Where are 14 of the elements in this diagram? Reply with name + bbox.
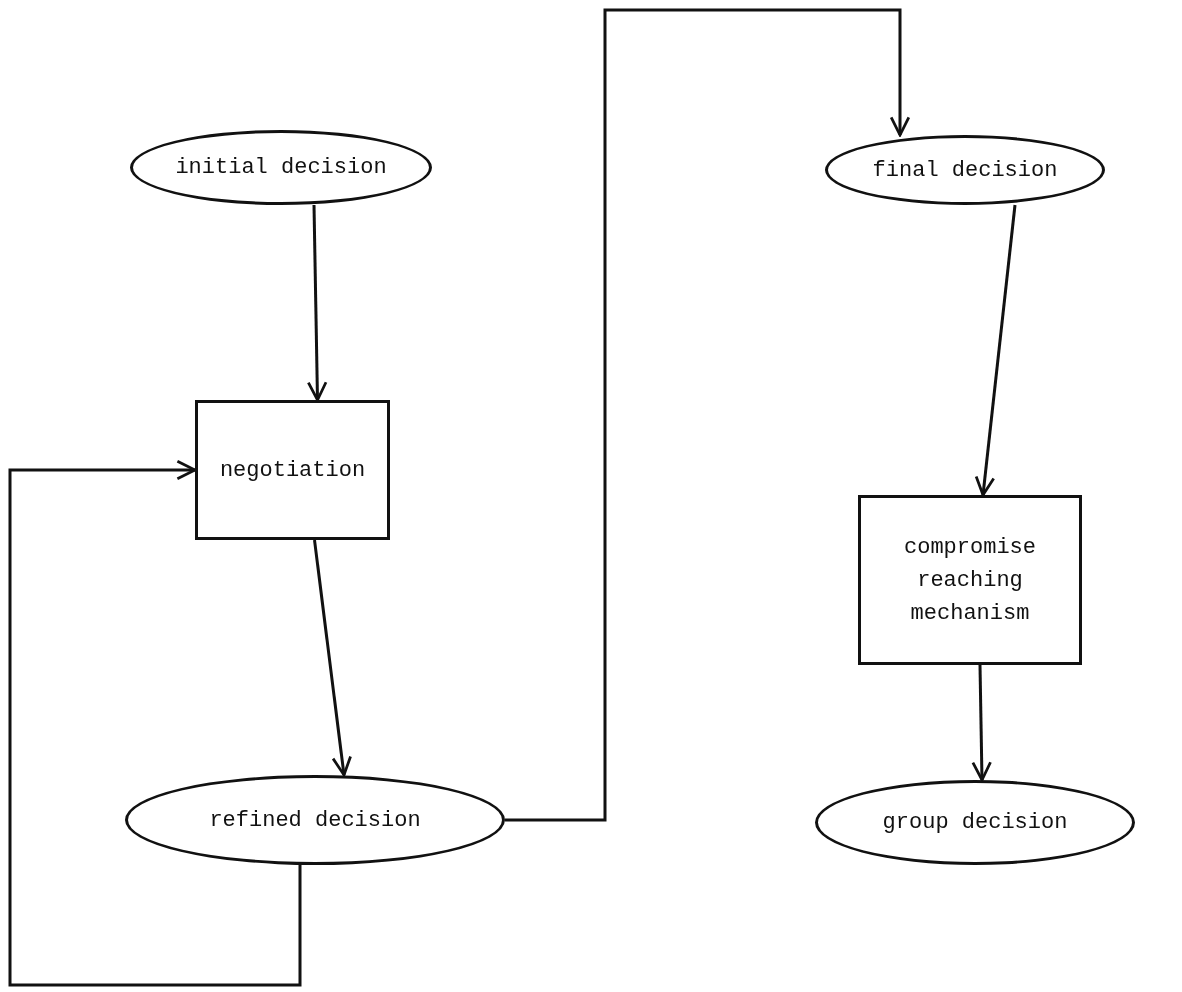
arrow xyxy=(974,204,1017,497)
process-box xyxy=(195,400,390,540)
node-label: negotiation xyxy=(219,456,366,485)
process-box xyxy=(858,495,1082,665)
arrow xyxy=(307,204,328,402)
node-label: final decision xyxy=(872,156,1058,185)
node-label: group decision xyxy=(882,809,1068,837)
arrow xyxy=(971,664,992,782)
arrow xyxy=(8,459,302,987)
arrow xyxy=(313,539,352,777)
node-label: refined decision xyxy=(209,806,421,835)
node-label: initial decision xyxy=(175,154,387,182)
arrow xyxy=(505,8,911,822)
node-label: compromise reaching mechanism xyxy=(903,533,1037,628)
